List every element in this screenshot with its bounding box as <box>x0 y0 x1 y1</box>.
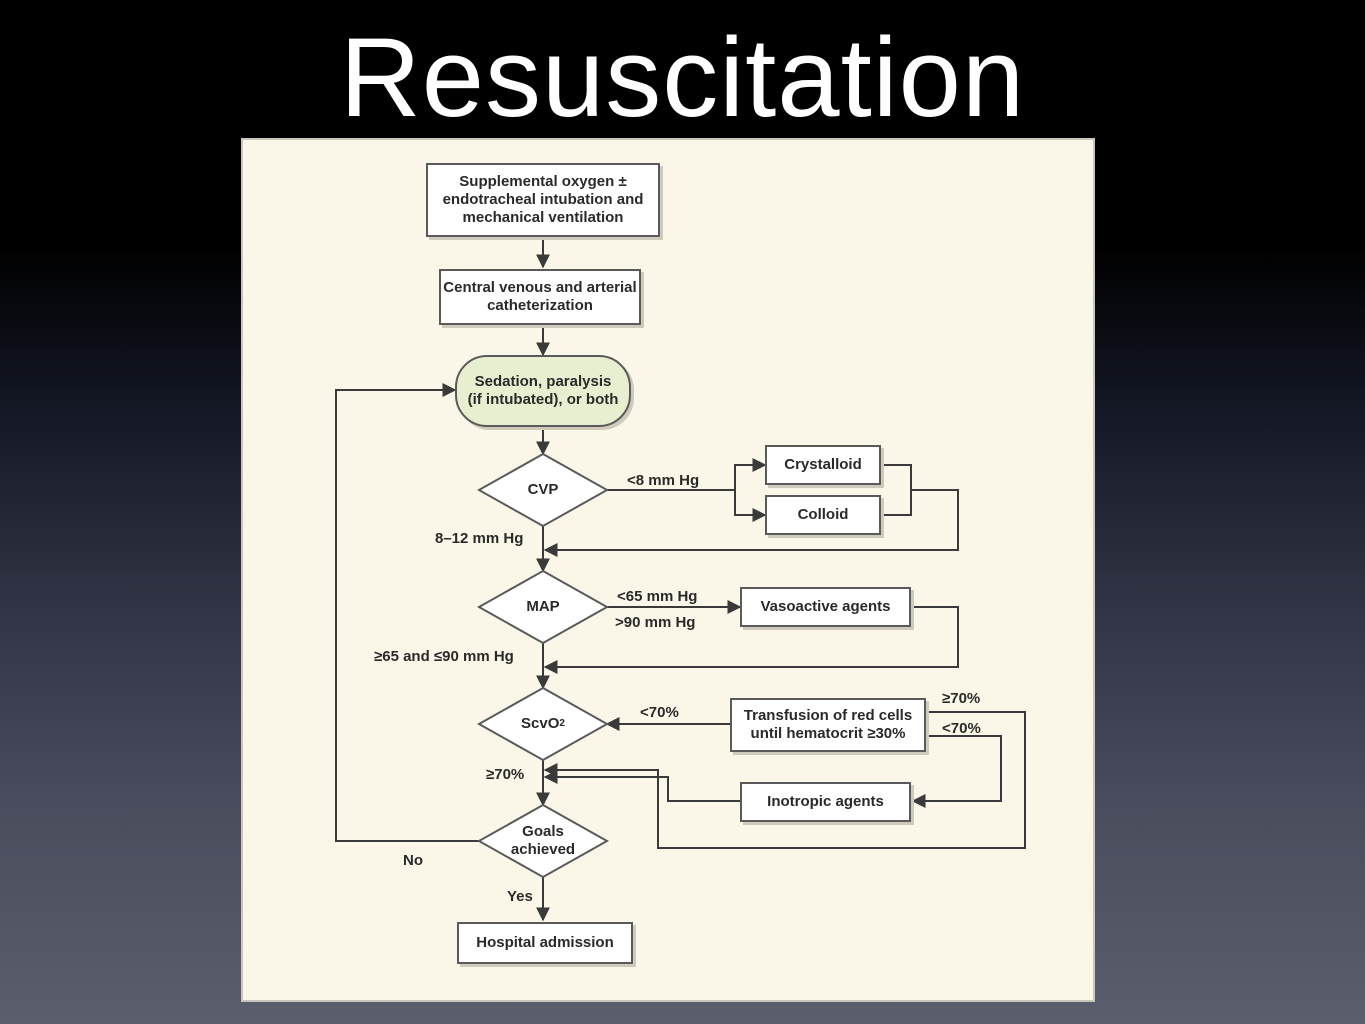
slide-title: Resuscitation <box>339 15 1026 140</box>
flowchart-connectors <box>335 237 1026 922</box>
node-inotropic-agents-label: Inotropic agents <box>767 793 884 810</box>
node-crystalloid: Crystalloid <box>765 445 881 485</box>
edge-transfusion-low <box>911 735 1002 808</box>
node-vasoactive-agents-label: Vasoactive agents <box>760 598 891 615</box>
node-transfusion: Transfusion of red cells until hematocri… <box>730 698 926 752</box>
edge-to-colloid <box>734 490 767 522</box>
edge-to-crystalloid <box>734 458 767 490</box>
node-sedation: Sedation, paralysis (if intubated), or b… <box>455 355 631 427</box>
edge-goals-no-loop <box>335 383 479 842</box>
node-colloid: Colloid <box>765 495 881 535</box>
node-inotropic-agents: Inotropic agents <box>740 782 911 822</box>
node-map: MAP <box>493 597 593 617</box>
edge-crystalloid-out <box>881 464 912 490</box>
label-scvo2-ok: ≥70% <box>486 766 525 783</box>
node-hospital-admission-label: Hospital admission <box>476 934 614 951</box>
node-vasoactive-agents: Vasoactive agents <box>740 587 911 627</box>
node-supplemental-oxygen-label: Supplemental oxygen ± endotracheal intub… <box>442 173 644 226</box>
edge-inotropic-return <box>543 770 740 802</box>
map-diamond <box>476 569 610 645</box>
node-goals-achieved: Goals achieved <box>498 822 588 860</box>
label-goals-no: No <box>403 852 423 869</box>
node-cvp-label: CVP <box>527 481 559 498</box>
node-catheterization-label: Central venous and arterial catheterizat… <box>443 279 637 314</box>
label-transfusion-low: <70% <box>942 720 981 737</box>
label-transfusion-high: ≥70% <box>942 690 981 707</box>
label-map-ok: ≥65 and ≤90 mm Hg <box>374 648 514 665</box>
cvp-diamond <box>476 452 610 528</box>
label-scvo2-low: <70% <box>640 704 679 721</box>
node-goals-achieved-label: Goals achieved <box>510 823 576 858</box>
node-hospital-admission: Hospital admission <box>457 922 633 964</box>
node-supplemental-oxygen: Supplemental oxygen ± endotracheal intub… <box>426 163 660 237</box>
label-cvp-ok: 8–12 mm Hg <box>435 530 524 547</box>
node-catheterization: Central venous and arterial catheterizat… <box>439 269 641 325</box>
edge-vasoactive-return <box>543 606 959 674</box>
resuscitation-flowchart: Supplemental oxygen ± endotracheal intub… <box>241 138 1095 1002</box>
label-goals-yes: Yes <box>507 888 533 905</box>
scvo2-diamond <box>476 686 610 762</box>
node-colloid-label: Colloid <box>797 506 849 523</box>
label-map-high: >90 mm Hg <box>615 614 696 631</box>
node-map-label: MAP <box>526 598 560 615</box>
node-sedation-label: Sedation, paralysis (if intubated), or b… <box>467 373 619 408</box>
label-cvp-low: <8 mm Hg <box>627 472 700 489</box>
node-transfusion-label: Transfusion of red cells until hematocri… <box>743 707 913 742</box>
node-cvp: CVP <box>493 480 593 500</box>
node-scvo2-subscript: 2 <box>559 718 565 729</box>
edge-transfusion-high <box>543 711 1026 849</box>
node-scvo2-label: ScvO <box>521 715 560 732</box>
goals-diamond <box>476 803 610 879</box>
edge-colloid-out <box>881 490 912 516</box>
edge-fluids-return <box>543 489 959 557</box>
node-crystalloid-label: Crystalloid <box>784 456 862 473</box>
label-map-low: <65 mm Hg <box>617 588 698 605</box>
